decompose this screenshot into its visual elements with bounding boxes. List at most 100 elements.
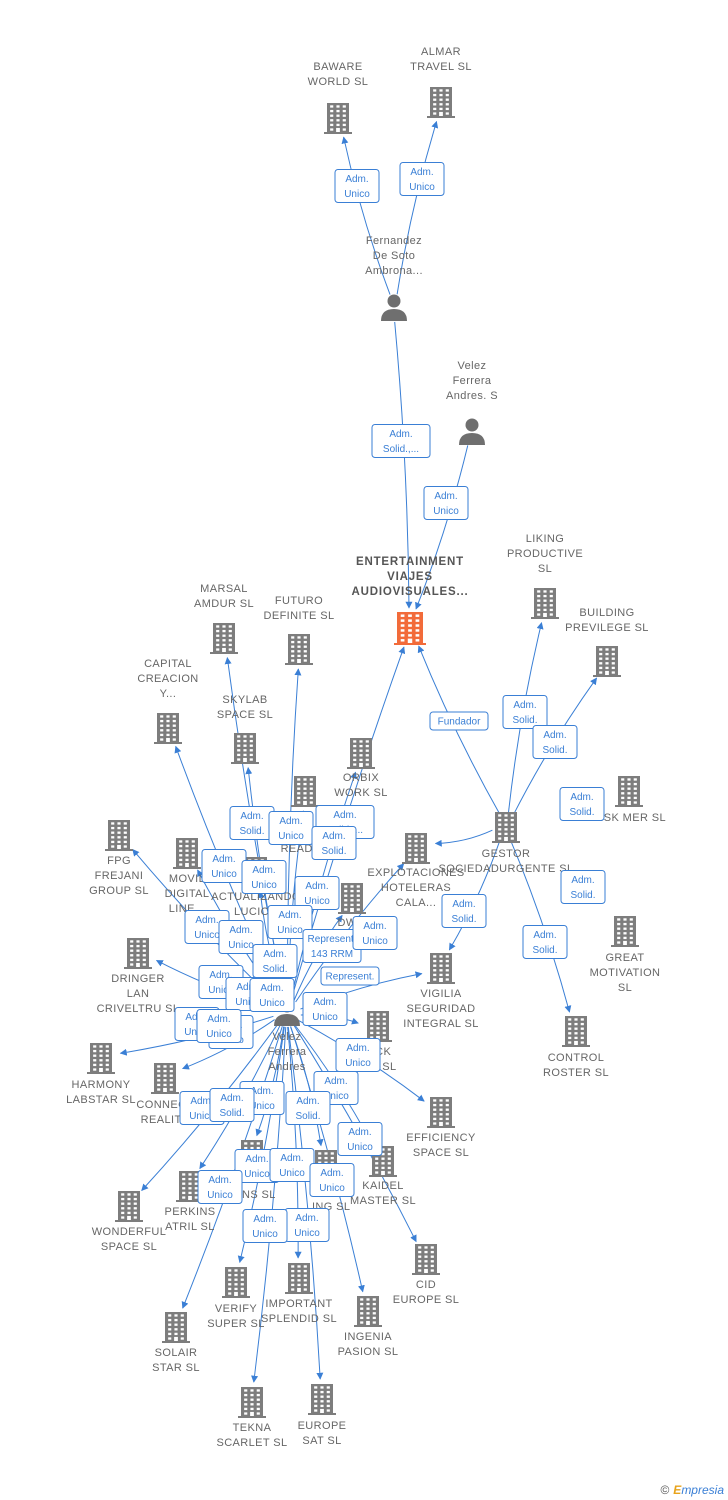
relation-label[interactable]: Fundador — [429, 711, 489, 731]
company-node-capital[interactable]: CAPITALCREACIONY... — [137, 658, 198, 744]
relation-label-text: Adm. — [320, 1168, 343, 1179]
relation-label[interactable]: Adm.Unico — [337, 1122, 383, 1156]
relation-label[interactable]: Adm.Solid. — [229, 806, 275, 840]
relation-label-text: Adm. — [252, 865, 275, 876]
relation-label[interactable]: Adm.Unico — [268, 811, 314, 845]
node-label: CID — [416, 1279, 436, 1291]
node-label: WONDERFUL — [92, 1226, 167, 1238]
relation-label[interactable]: Adm.Solid. — [560, 870, 606, 904]
node-label: MOVIL — [169, 873, 205, 885]
relation-label[interactable]: Adm.Unico — [423, 486, 469, 520]
relation-label[interactable]: Adm.Unico — [196, 1009, 242, 1043]
node-label: Andres — [268, 1061, 305, 1073]
relation-label[interactable]: Adm.Unico — [294, 876, 340, 910]
building-icon — [285, 634, 313, 665]
building-icon — [412, 1244, 440, 1275]
relation-label[interactable]: Adm.Unico — [197, 1170, 243, 1204]
relation-label[interactable]: Adm.Solid. — [559, 787, 605, 821]
relation-label[interactable]: Represent. — [320, 966, 380, 986]
relation-label[interactable]: Adm.Solid. — [209, 1088, 255, 1122]
relation-label[interactable]: Adm.Unico — [334, 169, 380, 203]
node-label: HOTELERAS — [381, 882, 451, 894]
relation-label[interactable]: Adm.Unico — [184, 910, 230, 944]
relation-label[interactable]: Adm.Unico — [335, 1038, 381, 1072]
relation-label[interactable]: Adm.Unico — [284, 1208, 330, 1242]
relation-label[interactable]: Adm.Unico — [302, 992, 348, 1026]
relation-label[interactable]: Adm.Unico — [218, 920, 264, 954]
relation-label[interactable]: Adm. Unico — [309, 1163, 355, 1197]
relation-label-text: Unico — [323, 1091, 349, 1102]
company-node-entertainment[interactable]: ENTERTAINMENTVIAJESAUDIOVISUALES... — [352, 556, 469, 645]
relation-label-text: Unico — [278, 831, 304, 842]
node-label: Ambrona... — [365, 265, 423, 277]
node-label: RISK MER SL — [592, 812, 666, 824]
building-icon — [394, 612, 426, 645]
relation-label-text: Unico — [319, 1183, 345, 1194]
relation-label[interactable]: Adm.Solid. — [285, 1091, 331, 1125]
relation-label[interactable]: Adm.Unico — [241, 860, 287, 894]
relation-label[interactable]: Adm.Unico — [267, 905, 313, 939]
relation-label[interactable]: Adm.Unico — [399, 162, 445, 196]
relation-label-text: Unico — [294, 1228, 320, 1239]
relation-label[interactable]: Adm.Solid. — [252, 944, 298, 978]
building-icon — [105, 820, 133, 851]
relation-label[interactable]: Adm.Solid. — [441, 894, 487, 928]
company-node-riskmer[interactable]: RISK MER SL — [592, 776, 666, 824]
relation-label[interactable]: Adm.Solid.,... — [371, 424, 431, 458]
relation-label[interactable]: Adm.Solid. — [532, 725, 578, 759]
relation-label-text: Solid. — [321, 846, 346, 857]
relation-edge — [287, 1026, 324, 1380]
relation-label-text: Adm. — [333, 810, 356, 821]
relation-label[interactable]: Adm.Unico — [249, 978, 295, 1012]
relation-label[interactable]: Adm.Unico — [242, 1209, 288, 1243]
relation-label[interactable]: Adm.Solid. — [522, 925, 568, 959]
building-icon — [427, 953, 455, 984]
relation-label[interactable]: Represent.143 RRM — [302, 929, 362, 963]
relation-label[interactable]: Adm.Unico — [352, 916, 398, 950]
node-label: DEFINITE SL — [263, 610, 334, 622]
building-icon — [87, 1043, 115, 1074]
relation-label-text: Adm. — [452, 899, 475, 910]
node-label: Y... — [160, 688, 177, 700]
relation-label[interactable]: Adm.Unico — [201, 849, 247, 883]
company-node-explotaciones[interactable]: EXPLOTACIONESHOTELERASCALA... — [367, 833, 464, 909]
company-node-movil[interactable]: MOVILDIGITALLINE... — [165, 838, 210, 915]
relation-label-text: Adm. — [296, 1096, 319, 1107]
relation-label[interactable]: Adm.Solid. — [311, 826, 357, 860]
relation-label[interactable]: Adm.Unico — [269, 1148, 315, 1182]
node-label: AUDIOVISUALES... — [352, 586, 469, 598]
relation-label[interactable]: Adm.Solid. — [502, 695, 548, 729]
node-label: KAIDEL — [362, 1180, 404, 1192]
brand-logo[interactable]: Empresia — [673, 1483, 724, 1497]
